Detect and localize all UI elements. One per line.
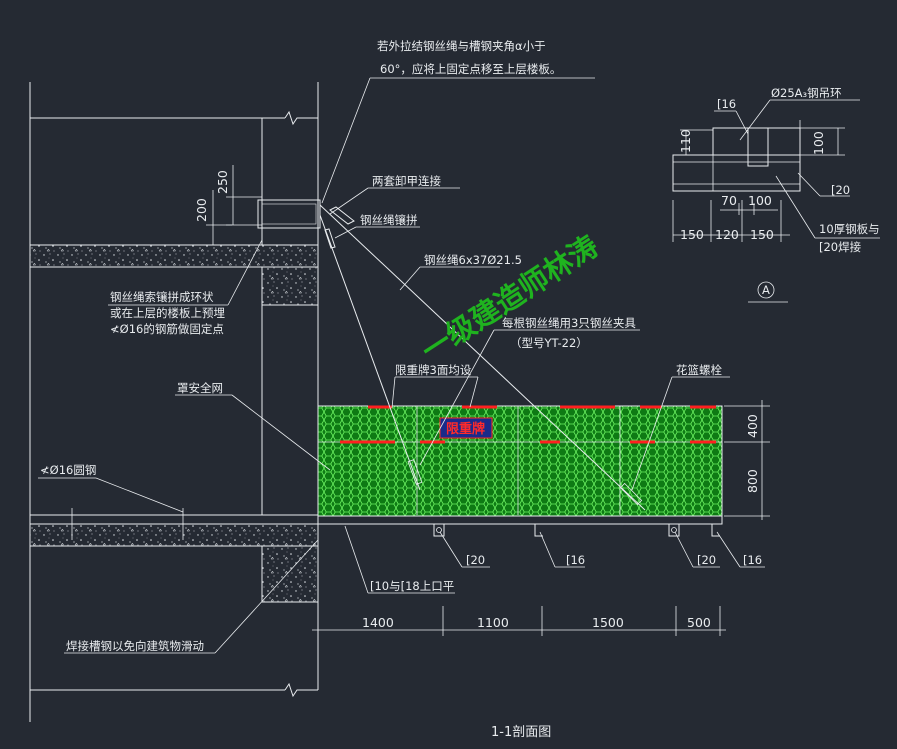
drawing-title: 1-1剖面图: [491, 725, 551, 740]
channel-note-label: [10与[18上口平: [370, 579, 454, 593]
detail-dim-120: 120: [715, 227, 739, 242]
detail-dim-150a: 150: [680, 227, 704, 242]
detail-ch20-label: [20: [831, 183, 850, 197]
bottom-label-16a: [16: [566, 553, 585, 567]
angle-note-line2: 60°，应将上固定点移至上层楼板。: [380, 62, 561, 76]
bottom-label-20b: [20: [697, 553, 716, 567]
dim-200: 200: [194, 198, 209, 222]
shackle-label: 两套卸甲连接: [372, 174, 441, 188]
dim-500: 500: [687, 615, 711, 630]
building-structure: [29, 82, 319, 722]
detail-plate-line1: 10厚钢板与: [819, 222, 880, 236]
splice-label: 钢丝绳镶拼: [360, 213, 418, 227]
rope-spec-label: 钢丝绳6x37Ø21.5: [424, 253, 522, 267]
load-limit-sign-text: 限重牌: [446, 421, 485, 437]
loop-note-line1: 钢丝绳索镶拼成环状: [110, 290, 214, 304]
angle-note-line1: 若外拉结钢丝绳与槽钢夹角α小于: [377, 39, 546, 53]
bottom-label-16b: [16: [743, 553, 762, 567]
upper-anchor-beam: [257, 199, 321, 229]
lifting-ring: [747, 127, 769, 167]
dim-1400: 1400: [362, 615, 394, 630]
annotations: 若外拉结钢丝绳与槽钢夹角α小于 60°，应将上固定点移至上层楼板。 两套卸甲连接…: [40, 39, 762, 740]
dim-1500: 1500: [592, 615, 624, 630]
main-dimensions: 250 200 400 800 1400 1100 1500 500: [194, 165, 770, 636]
turnbuckle-label: 花篮螺栓: [676, 363, 722, 377]
detail-a: Ø25A₃钢吊环 [16 [20 10厚钢板与 [20焊接 110 100 70…: [672, 86, 880, 303]
load-sign-note: 限重牌3面均设: [395, 363, 472, 377]
detail-dim-100b: 100: [748, 193, 772, 208]
upper-beam: [261, 266, 319, 306]
detail-dim-110: 110: [678, 129, 693, 153]
wire-ropes: [319, 204, 646, 511]
clamp-note-line1: 每根钢丝绳用3只钢丝夹具: [502, 316, 636, 330]
detail-plate-line2: [20焊接: [819, 240, 862, 254]
upper-slab: [29, 244, 319, 268]
safety-net: 限重牌: [317, 405, 723, 517]
dim-800: 800: [745, 469, 760, 493]
loop-note-line3: ≮Ø16的钢筋做固定点: [110, 322, 224, 336]
channel-section: [433, 524, 445, 537]
detail-dim-100: 100: [811, 131, 826, 155]
detail-dim-150b: 150: [750, 227, 774, 242]
safety-net-label: 罩安全网: [177, 381, 223, 395]
lower-slab: [29, 523, 319, 547]
detail-marker-circle: [757, 281, 775, 299]
weld-note-label: 焊接槽钢以免向建筑物滑动: [66, 639, 204, 653]
bottom-label-20a: [20: [466, 553, 485, 567]
detail-ring-label: Ø25A₃钢吊环: [771, 86, 842, 100]
round-steel-label: ≮Ø16圆钢: [40, 463, 96, 477]
detail-marker-label: A: [762, 283, 770, 297]
clamp-note-line2: （型号YT-22）: [510, 336, 588, 350]
dim-250: 250: [215, 170, 230, 194]
leader-lines: [38, 77, 765, 654]
detail-ch16-label: [16: [717, 97, 736, 111]
detail-dim-70: 70: [721, 193, 737, 208]
lower-beam: [261, 545, 319, 603]
dim-400: 400: [745, 414, 760, 438]
dim-1100: 1100: [477, 615, 509, 630]
loop-note-line2: 或在上层的楼板上预埋: [110, 306, 225, 320]
